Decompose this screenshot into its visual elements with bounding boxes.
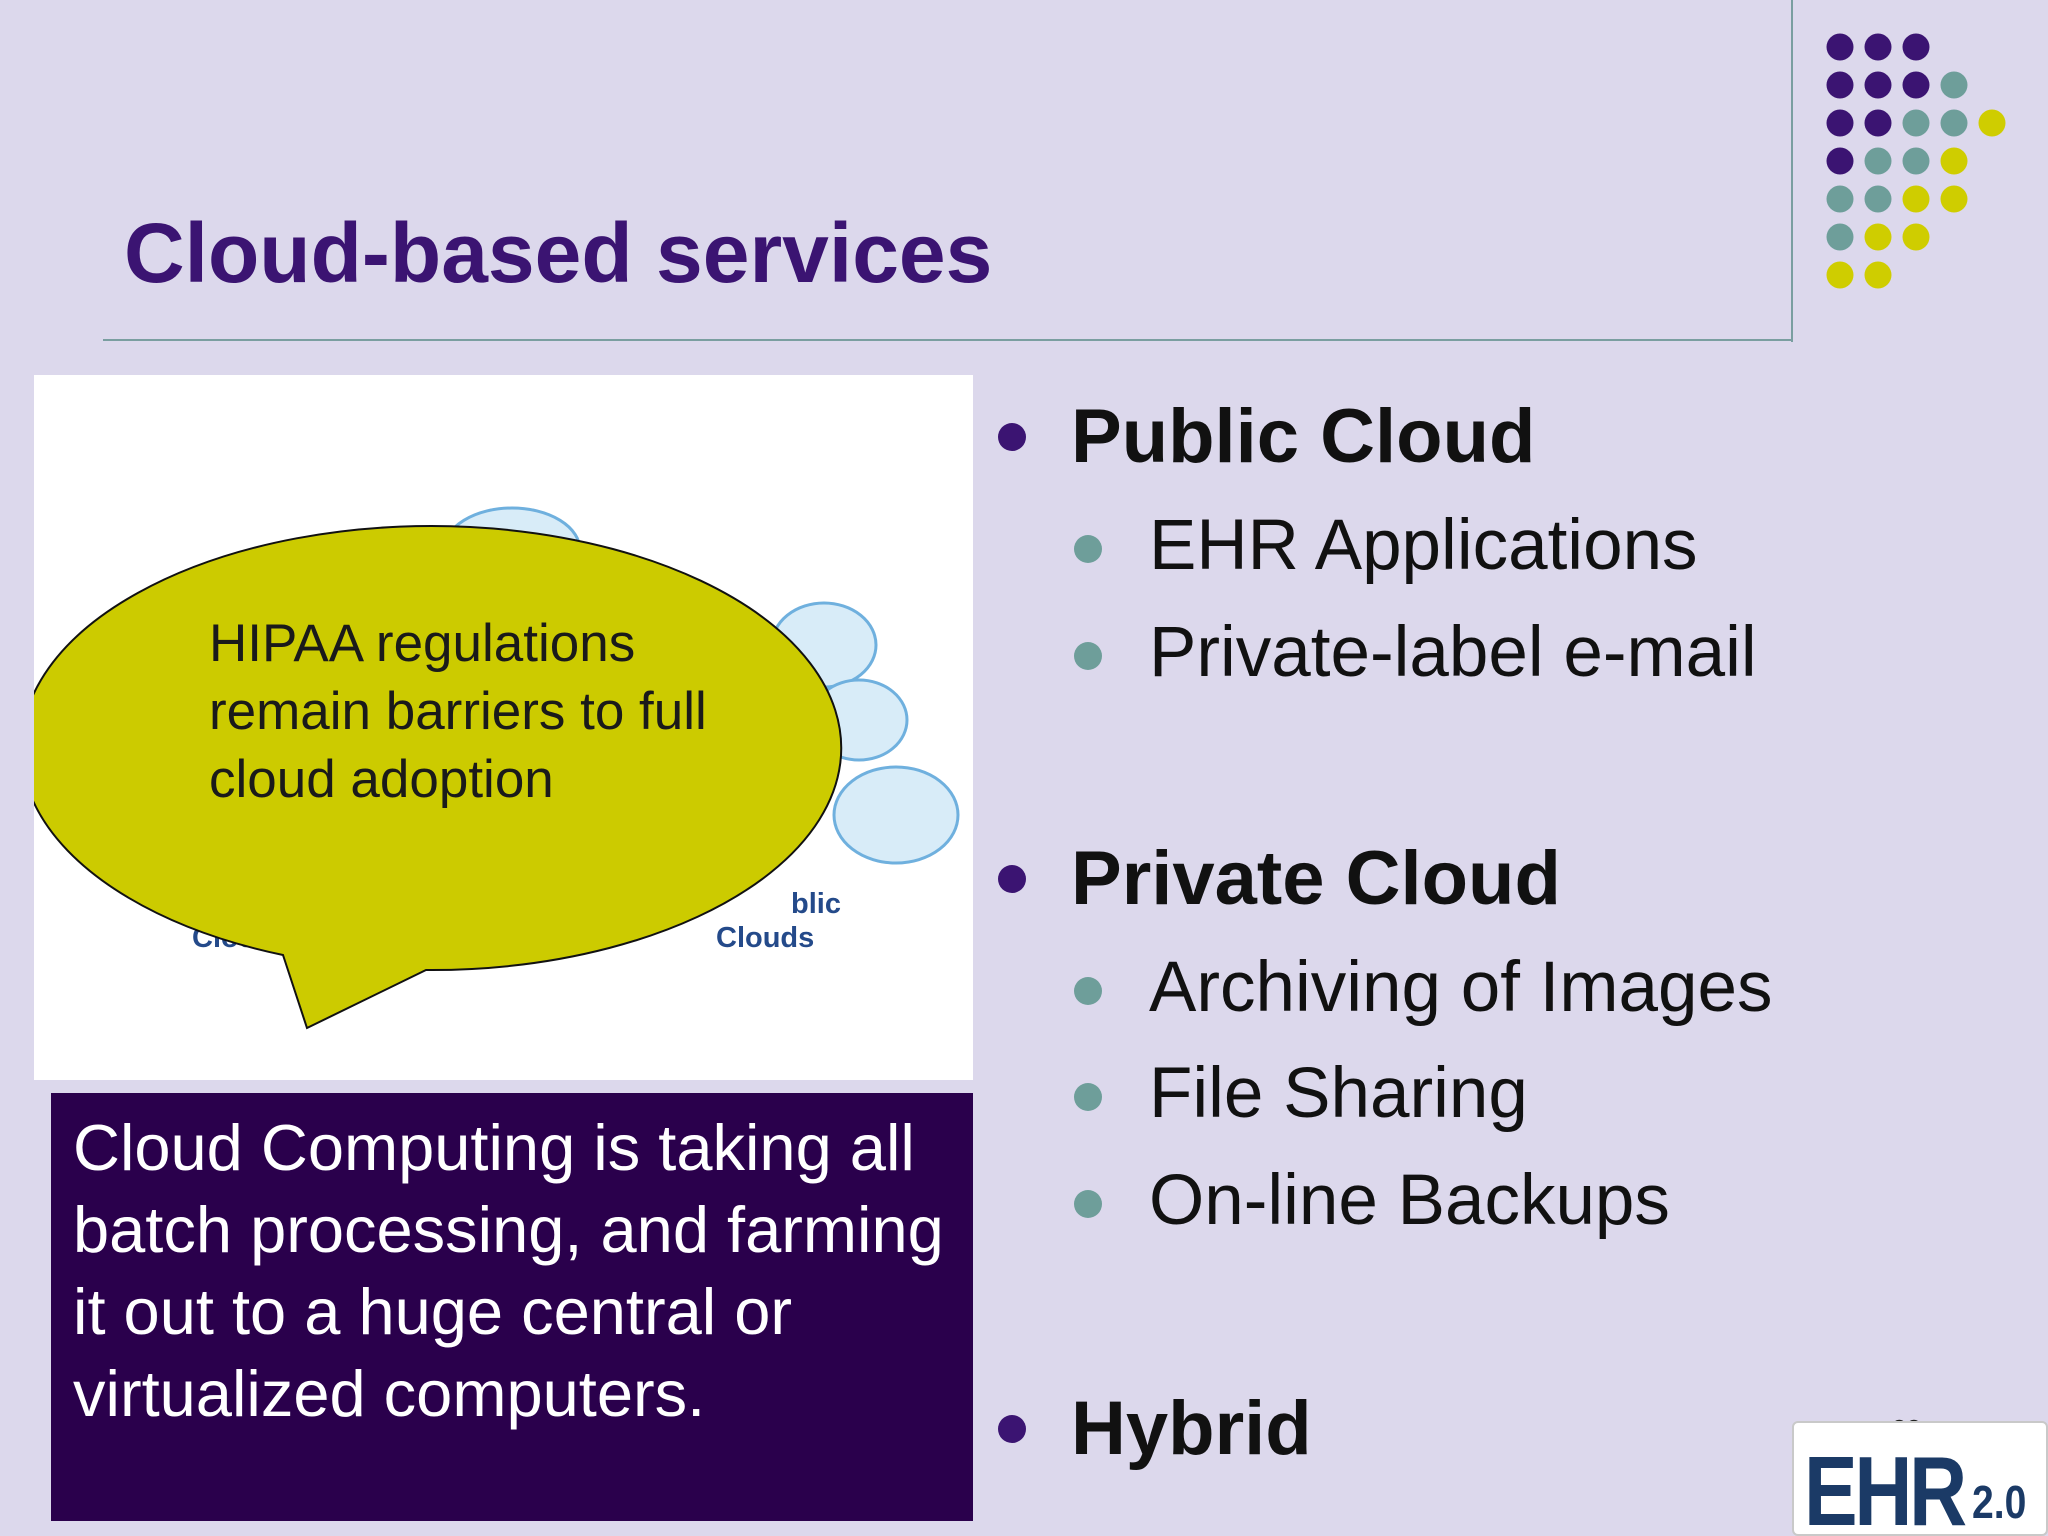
decorative-dot [1902,33,1930,61]
decorative-dot [1940,71,1968,99]
decorative-dot [1864,185,1892,213]
decorative-dot [1864,71,1892,99]
sub-bullet-label: On-line Backups [1149,1161,1670,1240]
title-underline [103,339,1793,341]
decorative-dot [1826,261,1854,289]
sub-bullet-label: EHR Applications [1149,506,1698,585]
diagram-label-right: Clouds [716,922,814,954]
decorative-dot-grid [1826,33,2006,289]
vertical-divider-line [1791,0,1793,342]
slide-title: Cloud-based services [124,206,993,300]
decorative-dot [1864,147,1892,175]
bullet-private-cloud: Private Cloud [995,835,2015,925]
decorative-dot [1864,33,1892,61]
decorative-dot [1826,33,1854,61]
decorative-dot [1826,71,1854,99]
sub-bullet-label: Archiving of Images [1149,948,1773,1027]
decorative-dot [1940,109,1968,137]
sub-bullet-dot [1074,535,1102,563]
logo-version: 2.0 [1972,1476,2027,1528]
sub-bullet-dot [1074,977,1102,1005]
sub-bullet-dot [1074,1083,1102,1111]
sub-bullet-label: File Sharing [1149,1054,1528,1133]
decorative-dot [1864,109,1892,137]
sub-bullet-archiving-images: Archiving of Images [1072,947,1972,1027]
cloud-diagram-image: Clou blic Clouds HIPAA regulations remai… [34,375,973,1080]
decorative-dot [1826,185,1854,213]
bullet-public-cloud: Public Cloud [995,393,2015,483]
bullet-label: Public Cloud [1071,394,1536,479]
decorative-dot [1940,185,1968,213]
bullet-label: Hybrid [1071,1386,1312,1471]
decorative-dot [1902,185,1930,213]
decorative-dot [1902,109,1930,137]
bullet-dot [998,1415,1026,1443]
sub-bullet-dot [1074,1190,1102,1218]
decorative-dot [1826,223,1854,251]
bullet-hybrid: Hybrid [995,1385,2015,1475]
ehr-logo: EHR 2.0 [1792,1421,2048,1536]
sub-bullet-label: Private-label e-mail [1149,613,1757,692]
decorative-dot [1902,223,1930,251]
decorative-dot [1826,147,1854,175]
decorative-dot [1978,109,2006,137]
sub-bullet-private-label-email: Private-label e-mail [1072,612,1972,692]
diagram-label-right-top: blic [791,888,841,920]
sub-bullet-online-backups: On-line Backups [1072,1160,1972,1240]
bullet-dot [998,423,1026,451]
decorative-dot [1902,71,1930,99]
sub-bullet-dot [1074,642,1102,670]
logo-text: EHR [1804,1436,1967,1536]
sub-bullet-ehr-applications: EHR Applications [1072,505,1972,585]
quote-box: Cloud Computing is taking all batch proc… [51,1093,973,1521]
callout-text: HIPAA regulations remain barriers to ful… [209,614,707,809]
speech-bubble [34,525,843,1030]
bullet-dot [998,865,1026,893]
quote-text: Cloud Computing is taking all batch proc… [73,1111,944,1430]
bullet-label: Private Cloud [1071,836,1561,921]
decorative-dot [1902,147,1930,175]
decorative-dot [1864,223,1892,251]
decorative-dot [1864,261,1892,289]
decorative-dot [1940,147,1968,175]
decorative-dot [1826,109,1854,137]
sub-bullet-file-sharing: File Sharing [1072,1053,1972,1133]
